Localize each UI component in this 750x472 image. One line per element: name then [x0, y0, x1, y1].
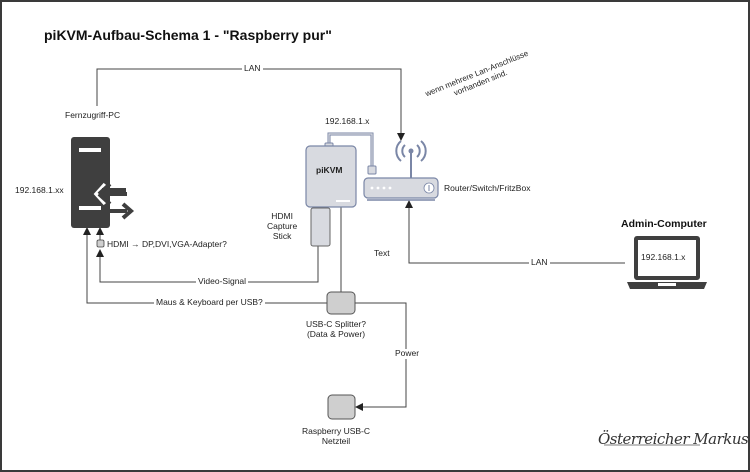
power-supply-icon: [327, 394, 356, 420]
edge-lan-top: [96, 68, 405, 141]
edge-label-power: Power: [393, 348, 422, 359]
usb-splitter-line: USB-C Splitter?: [306, 319, 366, 329]
pikvm-ip: 192.168.1.x: [325, 116, 370, 126]
hdmi-stick-line: Capture: [267, 220, 298, 231]
usb-splitter-icon: [326, 291, 356, 315]
edge-lan-admin: [405, 200, 625, 264]
edge-label-lan-top: LAN: [242, 63, 263, 74]
power-supply-label: Raspberry USB-C Netzteil: [302, 426, 371, 447]
hdmi-adapter-icon: [96, 239, 105, 248]
usb-splitter-label: USB-C Splitter? (Data & Power): [306, 319, 366, 340]
admin-ip: 192.168.1.x: [641, 252, 686, 262]
author-signature: Österreicher Markus: [598, 430, 749, 448]
hdmi-stick-line: HDMI: [271, 211, 293, 221]
edge-label-lan-admin: LAN: [529, 257, 550, 268]
hdmi-adapter-label: HDMI → DP,DVI,VGA-Adapter?: [107, 239, 227, 249]
laptop-icon: [627, 236, 707, 289]
wifi-router-icon: [363, 140, 439, 201]
edge-label-text: Text: [374, 248, 390, 258]
remote-pc-ip: 192.168.1.xx: [15, 185, 64, 195]
hdmi-stick-label: HDMI Capture Stick: [267, 211, 298, 241]
pikvm-device-icon: [305, 132, 377, 247]
power-supply-line: Raspberry USB-C: [302, 426, 371, 436]
remote-pc-label: Fernzugriff-PC: [65, 110, 121, 120]
usb-splitter-line: (Data & Power): [306, 328, 366, 339]
edge-label-usb: Maus & Keyboard per USB?: [154, 297, 265, 308]
diagram-title: piKVM-Aufbau-Schema 1 - "Raspberry pur": [44, 27, 332, 43]
admin-computer-title: Admin-Computer: [621, 218, 707, 230]
server-tower-icon: [71, 137, 135, 228]
router-label: Router/Switch/FritzBox: [444, 183, 531, 193]
pikvm-label: piKVM: [316, 165, 343, 175]
power-supply-line: Netzteil: [321, 435, 351, 446]
hdmi-stick-line: Stick: [272, 230, 292, 241]
edge-label-video: Video-Signal: [196, 276, 249, 287]
